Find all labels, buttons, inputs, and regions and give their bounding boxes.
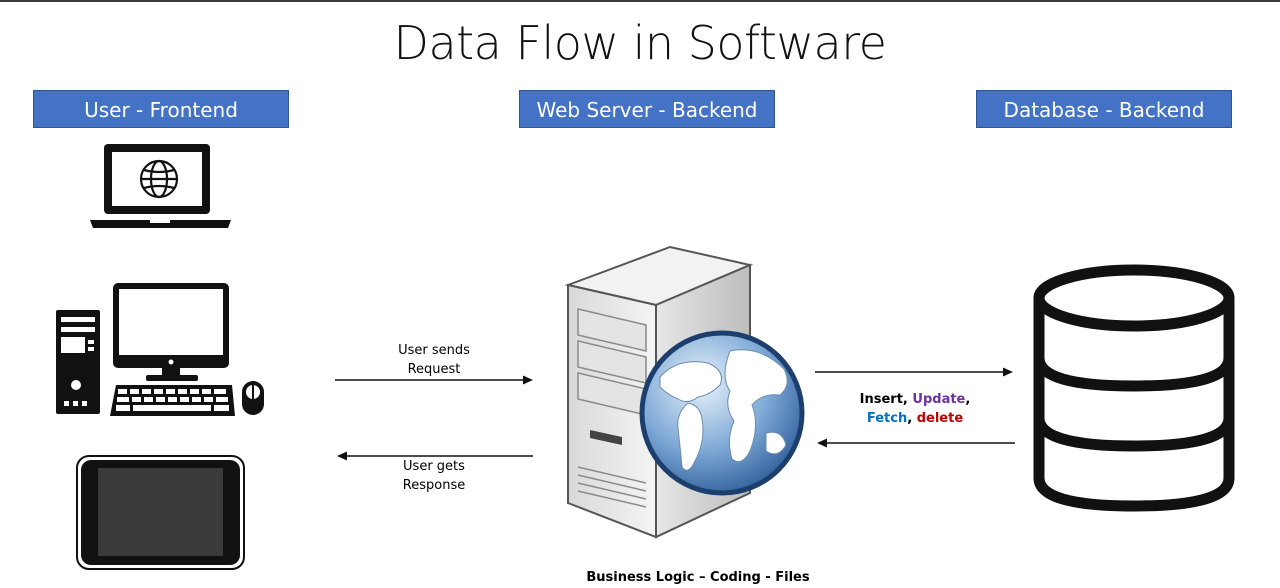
- server-to-db-arrow: [815, 367, 1013, 377]
- header-frontend: User - Frontend: [33, 90, 289, 128]
- page-title: Data Flow in Software: [393, 16, 887, 70]
- db-operations-line2: Fetch, delete: [835, 409, 995, 429]
- sep: ,: [965, 392, 971, 407]
- header-server: Web Server - Backend: [519, 90, 775, 128]
- response-label-line1: User gets: [403, 459, 465, 474]
- response-label-line2: Response: [402, 478, 466, 493]
- header-database: Database - Backend: [976, 90, 1232, 128]
- request-arrow: [335, 375, 533, 385]
- op-update: Update: [912, 392, 966, 407]
- db-to-server-arrow: [817, 438, 1015, 448]
- sep: ,: [902, 392, 908, 407]
- top-border: [0, 0, 1280, 2]
- server-caption: Business Logic – Coding - Files: [586, 570, 810, 585]
- request-label-line1: User sends: [398, 343, 470, 358]
- laptop-icon: [90, 144, 231, 228]
- op-insert: Insert: [859, 392, 903, 407]
- tablet-icon: [76, 455, 245, 570]
- desktop-computer-icon: [56, 283, 264, 416]
- request-label-line2: Request: [407, 362, 461, 377]
- request-label: User sends Request: [374, 341, 494, 379]
- db-operations-line1: Insert, Update,: [835, 390, 995, 410]
- web-server-icon: [564, 245, 805, 539]
- response-label: User gets Response: [374, 457, 494, 495]
- op-delete: delete: [916, 411, 964, 426]
- response-arrow: [337, 451, 533, 461]
- sep: ,: [907, 411, 913, 426]
- globe-icon: [659, 349, 788, 471]
- op-fetch: Fetch: [866, 411, 908, 426]
- database-icon: [1033, 264, 1235, 512]
